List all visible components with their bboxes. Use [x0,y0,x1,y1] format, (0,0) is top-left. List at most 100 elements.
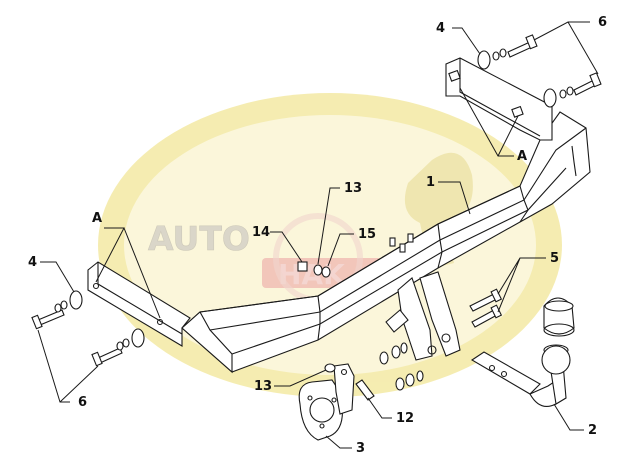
upper-small-hardware [297,261,331,278]
socket-plate-hole-3 [319,423,325,429]
callout-2: 2 [588,423,597,438]
tow-neck-hole-1 [488,364,496,372]
leader-2 [553,403,584,431]
socket-bracket-hole [340,368,348,376]
socket-plate-assembly [298,363,375,441]
right-washer-large-4 [477,50,491,70]
beam-joint-4 [571,145,577,177]
leader-4-left [40,261,75,293]
right-bolt-upper-head [525,34,538,50]
leader-6-left [37,329,99,403]
callout-6-top: 6 [598,15,607,30]
right-washer-large-2 [543,88,557,108]
left-washer-small-3 [116,341,124,351]
receiver-plate-right [419,271,461,357]
center-bracket [385,271,461,361]
leader-14 [270,231,303,263]
center-washer-4 [395,377,405,391]
right-washer-small-3 [559,89,567,99]
left-beam-end [181,311,233,374]
left-bolt-upper [37,309,65,326]
nut-13-bottom [324,363,336,373]
center-washer-6 [416,370,424,382]
callout-15: 15 [358,227,376,242]
leader-a-left [95,227,161,319]
leader-12 [367,397,392,419]
ball-cover-rim [544,300,574,312]
callout-5: 5 [550,251,559,266]
right-mount-plate [445,57,553,141]
bolt-5-upper-head [490,288,503,303]
callout-a-left: A [92,211,102,226]
nut-14 [297,261,308,272]
left-bolt-stack [31,290,145,367]
right-washer-small-2 [499,48,507,58]
right-plate-nut [448,69,461,82]
left-bolt-lower [97,347,123,364]
callout-1: 1 [426,175,435,190]
beam-joint-1 [317,295,321,341]
center-washer-3 [400,342,408,354]
callout-4-top: 4 [436,21,445,36]
right-washer-small-1 [492,51,500,61]
beam-mid-edge [209,127,587,331]
callout-labels: 4 6 A 1 13 14 15 5 A 4 6 13 12 3 2 [28,15,607,456]
spring-washer-15 [321,266,331,278]
callout-4-left: 4 [28,255,37,270]
right-bolt-lower-head [589,72,602,88]
center-washer-2 [391,345,401,359]
leader-6-top [533,21,599,75]
left-washer-small-4 [122,338,130,348]
bolt-12 [355,379,375,401]
receiver-hole-1 [427,345,437,355]
left-bolt-upper-head [31,314,43,330]
watermark: AUTO HAK [98,93,562,397]
tow-ball-assembly [470,297,575,407]
leader-4-top [452,27,481,55]
socket-plate-hole-1 [307,395,313,401]
callout-a-top: A [517,149,527,164]
right-plate-fold [459,58,541,137]
tow-neck-hole-2 [500,370,508,378]
left-plate-hole-2 [156,318,164,326]
socket-tab [385,309,409,333]
socket-bracket [333,363,355,415]
tow-ball [541,345,571,375]
leader-a-top [459,87,519,157]
bolts-part-5 [469,288,503,328]
callout-6-left: 6 [78,395,87,410]
leader-15 [327,233,354,267]
leader-lines [37,21,599,449]
right-bolt-stack [477,34,602,108]
beam-joint-3 [519,185,529,223]
callout-13-bottom: 13 [254,379,272,394]
left-washer-large-2 [131,328,145,348]
left-washer-large-4 [69,290,83,310]
left-plate-hole-1 [92,282,100,290]
leader-5 [497,257,546,313]
center-hardware [379,342,424,391]
beam-top-studs [389,233,414,253]
leader-13-top [317,187,340,265]
main-beam [87,57,591,374]
callout-13-top: 13 [344,181,362,196]
beam-joint-2 [437,223,443,269]
socket-plate-center [309,397,335,423]
left-bolt-lower-head [91,351,103,367]
center-washer-1 [379,351,389,365]
socket-plate-hole-2 [331,397,337,403]
watermark-text-auto: AUTO [148,219,250,258]
ball-cover-bottom [543,323,575,337]
callout-12: 12 [396,411,414,426]
right-plate-nut-2 [511,105,524,118]
callout-3: 3 [356,441,365,456]
left-washer-small-1 [54,303,62,313]
right-washer-small-4 [566,86,574,96]
callout-14: 14 [252,225,270,240]
washer-13-top [313,264,323,276]
beam-top-edge [199,185,521,313]
left-washer-small-2 [60,300,68,310]
leader-1 [438,181,471,215]
